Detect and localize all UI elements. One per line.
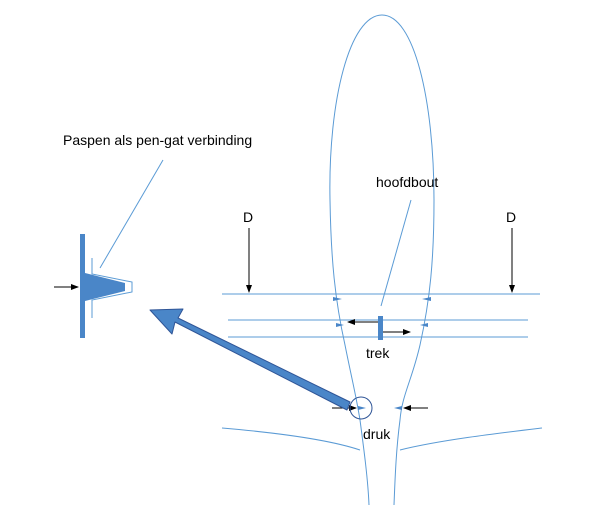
- detail-circle: [349, 396, 373, 420]
- detail-pointer-arrow: [149, 308, 351, 411]
- peg-caption: Paspen als pen-gat verbinding: [63, 132, 252, 148]
- force-label-right: D: [506, 209, 516, 225]
- peg-druk-right: [394, 406, 402, 410]
- peg-top-left: [333, 297, 342, 301]
- tension-label: trek: [366, 345, 390, 361]
- peg-mid-right: [420, 323, 428, 327]
- detail-peg: [85, 273, 125, 301]
- lower-right-strut: [399, 427, 543, 451]
- peg-druk-left: [358, 406, 366, 410]
- main-bolt: [378, 316, 383, 340]
- detail-plate: [80, 234, 85, 338]
- blade-outline-right: [381, 14, 435, 506]
- peg-top-right: [422, 297, 431, 301]
- main-bolt-label: hoofdbout: [376, 174, 438, 190]
- peg-mid-left: [336, 323, 344, 327]
- bolt-leader-line: [380, 199, 412, 307]
- caption-leader-line: [99, 159, 164, 269]
- blade-outline-left: [329, 14, 383, 506]
- force-label-left: D: [243, 209, 253, 225]
- compression-label: druk: [363, 426, 391, 442]
- detail-hole-outline: [91, 258, 133, 318]
- lower-left-strut: [221, 427, 361, 451]
